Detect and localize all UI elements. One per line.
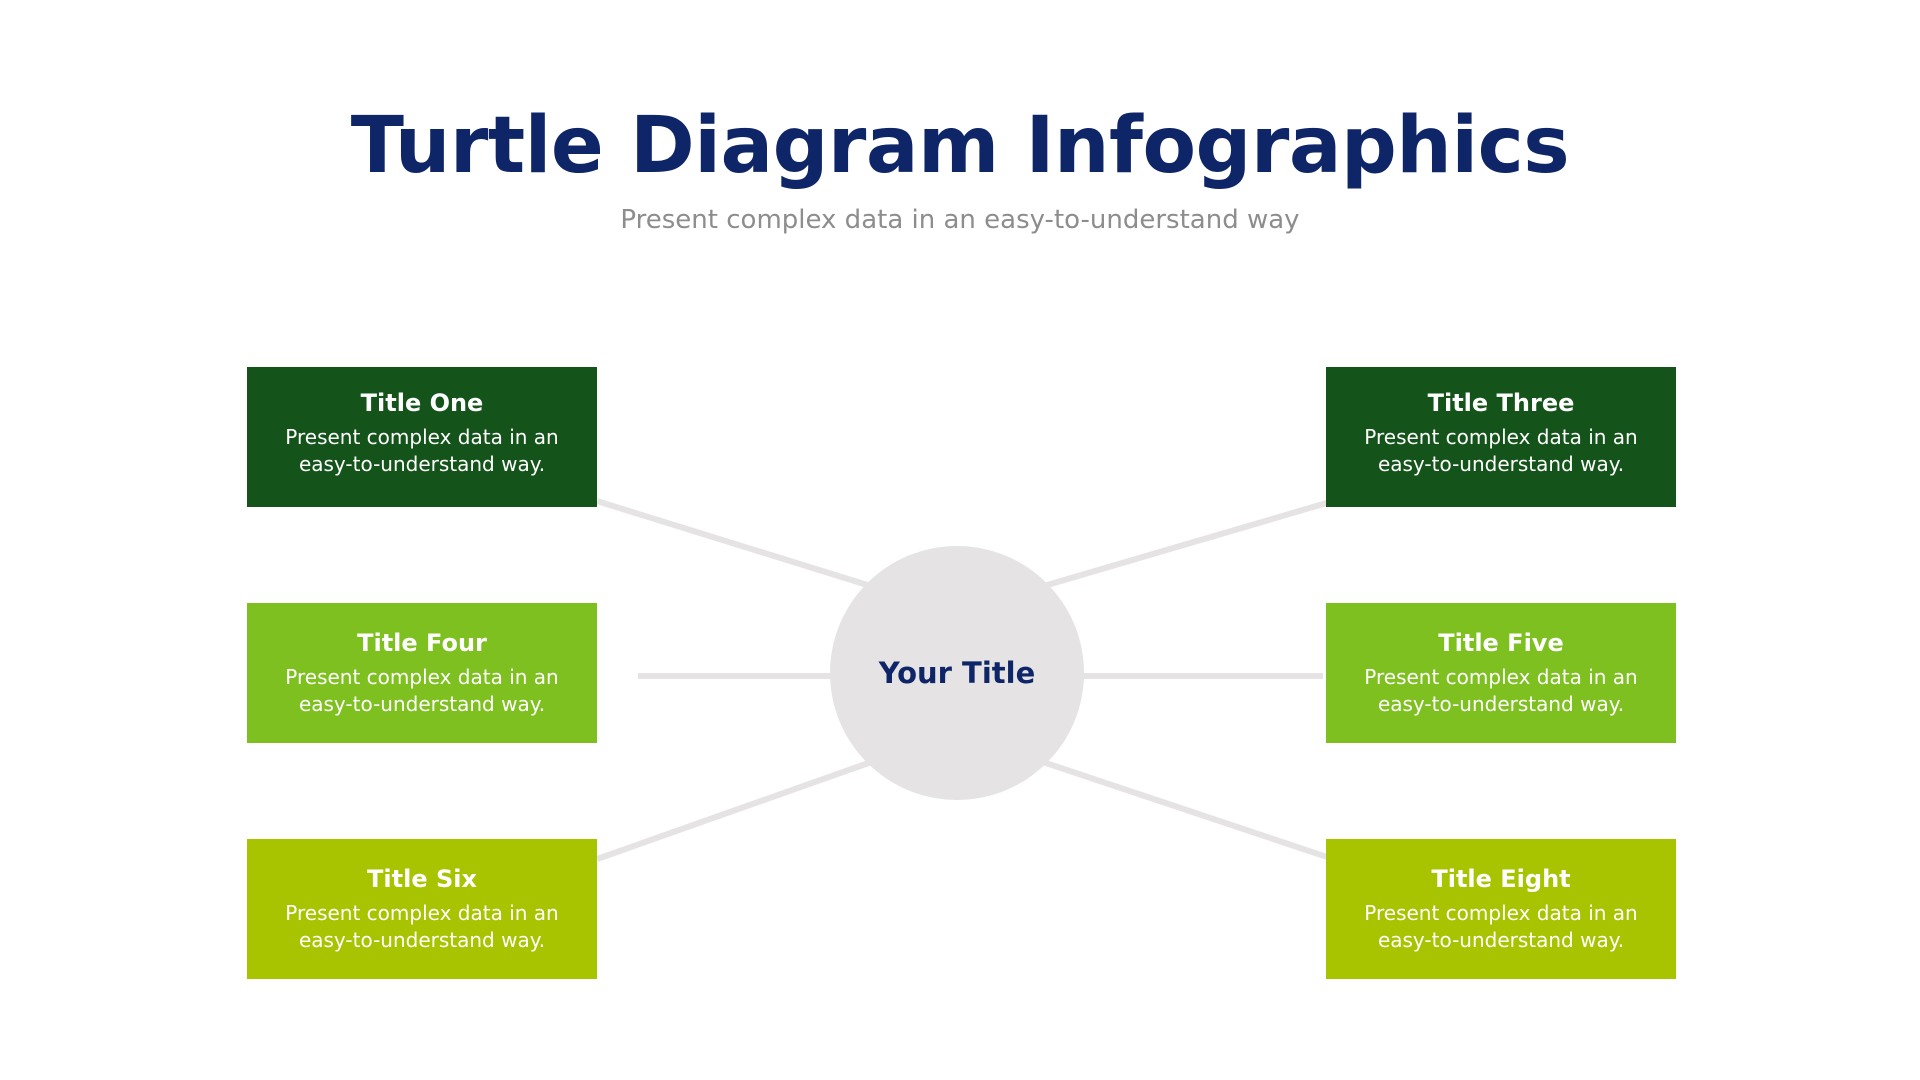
card-title-four-description: Present complex data in an easy-to-under… — [285, 665, 559, 716]
center-hub[interactable]: Your Title — [830, 546, 1084, 800]
page-title: Turtle Diagram Infographics — [350, 101, 1570, 191]
header: Turtle Diagram Infographics Present comp… — [0, 0, 1920, 236]
card-title-one[interactable]: Title One Present complex data in an eas… — [247, 367, 597, 507]
card-title-six[interactable]: Title Six Present complex data in an eas… — [247, 839, 597, 979]
card-title-three[interactable]: Title Three Present complex data in an e… — [1326, 367, 1676, 507]
card-title-five[interactable]: Title Five Present complex data in an ea… — [1326, 603, 1676, 743]
card-title-one-heading: Title One — [360, 389, 484, 417]
card-title-five-description: Present complex data in an easy-to-under… — [1364, 665, 1638, 716]
page-subtitle: Present complex data in an easy-to-under… — [620, 205, 1300, 235]
card-title-eight-heading: Title Eight — [1431, 865, 1571, 893]
card-title-eight-description: Present complex data in an easy-to-under… — [1364, 901, 1638, 952]
card-title-four[interactable]: Title Four Present complex data in an ea… — [247, 603, 597, 743]
card-title-one-description: Present complex data in an easy-to-under… — [285, 425, 559, 476]
card-title-five-heading: Title Five — [1438, 629, 1564, 657]
card-title-three-description: Present complex data in an easy-to-under… — [1364, 425, 1638, 476]
connector-top-left — [596, 498, 881, 592]
connector-bottom-right — [1033, 756, 1334, 862]
center-hub-label: Your Title — [878, 656, 1036, 690]
connector-top-right — [1033, 498, 1334, 592]
card-title-six-heading: Title Six — [367, 865, 477, 893]
connector-bottom-left — [596, 756, 881, 862]
card-title-eight[interactable]: Title Eight Present complex data in an e… — [1326, 839, 1676, 979]
card-title-six-description: Present complex data in an easy-to-under… — [285, 901, 559, 952]
card-title-three-heading: Title Three — [1427, 389, 1575, 417]
card-title-four-heading: Title Four — [357, 629, 487, 657]
